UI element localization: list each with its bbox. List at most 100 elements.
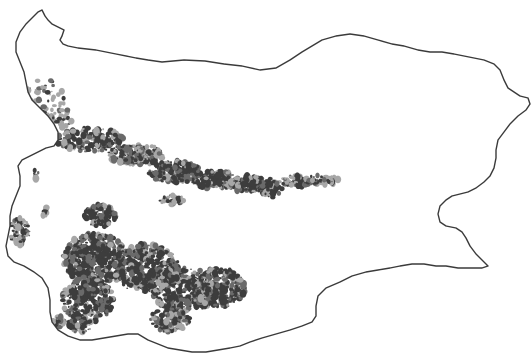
forest-patch — [146, 284, 150, 288]
forest-patch — [178, 297, 184, 303]
forest-patch — [227, 178, 233, 184]
forest-patch — [183, 306, 185, 308]
forest-patch — [162, 195, 166, 200]
forest-patch — [88, 234, 91, 238]
forest-patch — [31, 114, 34, 117]
forest-patch — [165, 275, 169, 279]
forest-patch — [81, 212, 87, 219]
forest-patch — [87, 142, 95, 149]
forest-patch — [157, 296, 162, 300]
central-isolated-patches — [137, 144, 162, 159]
forest-patch — [61, 294, 65, 297]
forest-patch — [177, 161, 181, 165]
forest-patch — [321, 176, 327, 183]
forest-patch — [222, 277, 228, 282]
forest-patch — [300, 185, 302, 187]
forest-patch — [171, 199, 178, 205]
forest-patch — [162, 260, 167, 266]
forest-patch — [222, 180, 224, 183]
forest-patch — [155, 259, 160, 266]
forest-patch — [37, 111, 44, 117]
forest-patch — [147, 151, 152, 157]
forest-patch — [100, 263, 105, 269]
forest-patch — [315, 172, 320, 179]
forest-patch — [166, 262, 169, 266]
forest-patch — [120, 275, 127, 281]
forest-patch — [289, 180, 292, 183]
forest-patch — [22, 235, 25, 238]
forest-patch — [127, 248, 133, 256]
forest-patch — [177, 269, 180, 272]
forest-patch — [168, 168, 174, 176]
forest-patch — [264, 192, 267, 196]
forest-patch — [60, 298, 66, 303]
forest-patch — [160, 200, 164, 205]
forest-patch — [203, 176, 209, 181]
forest-patch — [117, 247, 122, 251]
forest-patch — [148, 256, 151, 259]
forest-patch — [107, 271, 114, 279]
forest-patch — [58, 87, 65, 95]
forest-patch — [62, 133, 66, 136]
forest-patch — [295, 182, 301, 190]
forest-patch — [94, 220, 96, 224]
forest-patch — [267, 180, 274, 188]
forest-patch — [113, 149, 117, 153]
forest-patch — [129, 282, 133, 287]
forest-patch — [90, 223, 92, 226]
forest-patch — [194, 283, 198, 288]
forest-patch — [61, 101, 66, 106]
forest-patch — [149, 267, 155, 273]
forest-patch — [112, 255, 117, 260]
forest-patch — [40, 211, 46, 219]
rila-pirin-forest — [81, 201, 119, 230]
forest-patch — [198, 181, 206, 190]
forest-patch — [69, 128, 77, 134]
forest-patch — [105, 148, 108, 151]
forest-patch — [164, 329, 169, 333]
forest-patch — [76, 266, 83, 272]
forest-patch — [74, 271, 77, 274]
forest-patch — [224, 269, 229, 275]
forest-patch — [89, 286, 96, 292]
rila-pirin-forest — [60, 230, 129, 286]
rila-pirin-forest — [59, 276, 117, 326]
central-isolated-patches — [158, 192, 187, 208]
forest-patch — [141, 278, 148, 286]
forest-patch — [92, 147, 98, 154]
forest-patch — [142, 290, 146, 293]
forest-patch — [34, 78, 41, 84]
forest-patch — [112, 272, 120, 278]
forest-patch — [96, 240, 102, 247]
forest-patch — [172, 170, 174, 173]
forest-patch — [51, 83, 55, 88]
forest-patch — [123, 144, 130, 154]
forest-patch — [208, 295, 212, 298]
forest-patch — [284, 177, 287, 180]
forest-patch — [95, 266, 102, 275]
forest-patch — [118, 244, 123, 248]
forest-patch — [93, 303, 99, 312]
forest-patch — [185, 321, 188, 324]
forest-patch — [91, 255, 95, 258]
forest-patch — [107, 241, 114, 248]
forest-patch — [61, 138, 68, 147]
forest-patch — [238, 296, 243, 300]
forest-patch — [92, 136, 95, 139]
forest-patch — [257, 189, 261, 193]
forest-patch — [233, 300, 235, 304]
forest-patch — [180, 168, 188, 174]
forest-patch — [182, 316, 185, 318]
forest-patch — [52, 104, 57, 108]
forest-patch — [219, 284, 227, 292]
forest-patch — [34, 113, 38, 116]
forest-patch — [105, 309, 109, 314]
forest-patch — [81, 243, 87, 248]
forest-patch — [147, 271, 153, 276]
forest-patch — [58, 315, 60, 318]
forest-patch — [312, 176, 315, 178]
forest-patch — [310, 177, 315, 184]
forest-patch — [167, 252, 174, 257]
forest-patch — [121, 250, 125, 253]
forest-patch — [228, 297, 232, 301]
